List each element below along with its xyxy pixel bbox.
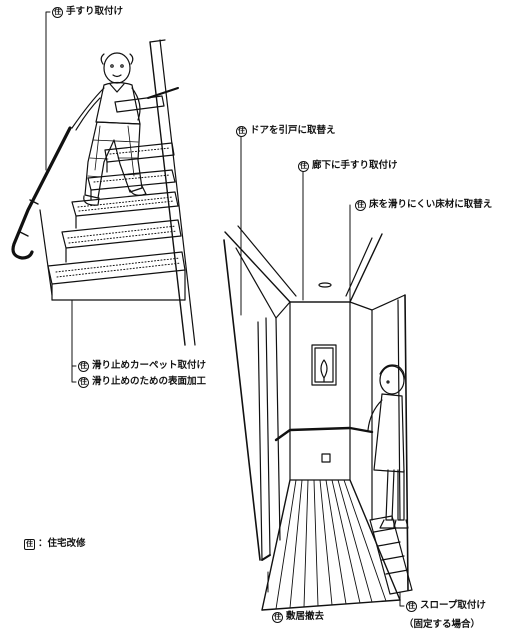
legend-text: ：住宅改修	[38, 538, 86, 549]
renovation-marker-icon: 住	[236, 125, 247, 137]
renovation-marker-icon: 住	[272, 611, 283, 623]
renovation-marker-icon: 住	[298, 160, 309, 172]
label-text: 手すり取付け	[66, 6, 124, 17]
label-text: 床を滑りにくい床材に取替え	[369, 199, 493, 210]
label-text: ドアを引戸に取替え	[250, 125, 336, 136]
label-text: 滑り止めカーペット取付け	[92, 360, 207, 371]
stair-steps	[47, 95, 186, 301]
renovation-marker-icon: 住	[355, 199, 366, 211]
leader-lines	[45, 11, 405, 607]
elderly-woman-figure	[367, 364, 409, 529]
renovation-marker-icon: 住	[52, 6, 63, 18]
legend: 住 ：住宅改修	[24, 538, 86, 550]
renovation-marker-icon: 住	[78, 360, 89, 372]
label-threshold-removal: 住 敷居撤去	[272, 611, 324, 623]
label-text: 敷居撤去	[286, 611, 325, 622]
corridor-handrail	[274, 426, 374, 442]
label-slope-install: 住 スロープ取付け	[406, 600, 486, 612]
elderly-man-figure	[71, 52, 147, 206]
label-text: 滑り止めのための表面加工	[92, 376, 207, 387]
renovation-marker-icon: 住	[406, 600, 417, 612]
label-handrail-stairs: 住 手すり取付け	[52, 6, 123, 18]
renovation-marker-icon: 住	[24, 538, 35, 550]
stair-handrail	[11, 126, 72, 260]
corridor-scene	[223, 225, 413, 611]
label-nonslip-carpet: 住 滑り止めカーペット取付け	[78, 360, 206, 372]
label-slope-note: （固定する場合）	[404, 619, 481, 630]
label-door-to-sliding: 住 ドアを引戸に取替え	[236, 125, 336, 137]
label-nonslip-surface: 住 滑り止めのための表面加工	[78, 376, 206, 388]
staircase-scene	[11, 39, 196, 346]
label-text: 廊下に手すり取付け	[312, 160, 398, 171]
label-handrail-corridor: 住 廊下に手すり取付け	[298, 160, 398, 172]
corridor-floor	[261, 479, 401, 611]
label-text: スロープ取付け	[420, 600, 486, 611]
label-floor-replace: 住 床を滑りにくい床材に取替え	[355, 199, 492, 211]
renovation-marker-icon: 住	[78, 376, 89, 388]
slope-ramp	[369, 515, 413, 595]
